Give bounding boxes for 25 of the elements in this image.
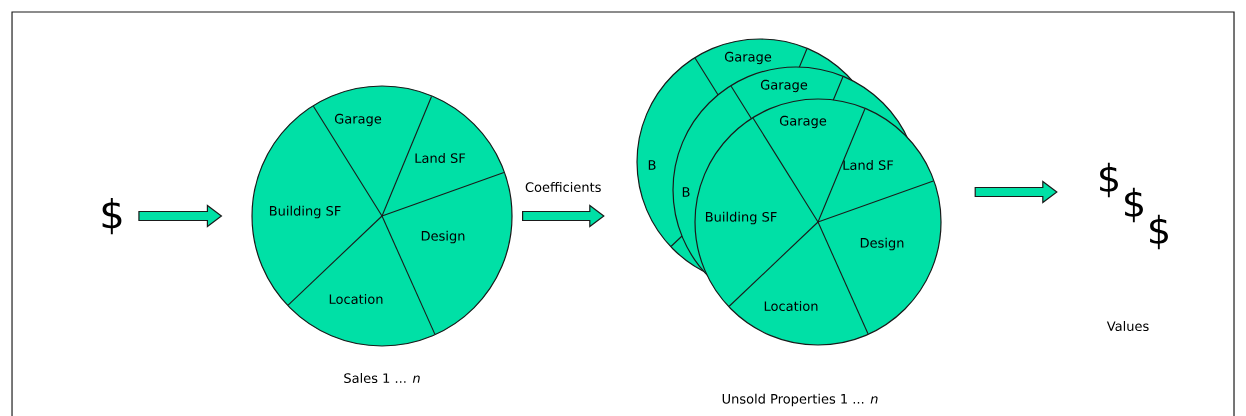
node-label: Unsold Properties 1 ... n	[722, 393, 878, 407]
slice-label: Location	[329, 293, 383, 305]
slice-label: Building SF	[706, 211, 777, 225]
slice-label: Garage	[724, 51, 772, 65]
slice-label: Design	[860, 237, 904, 251]
slice-label: Garage	[760, 79, 808, 93]
slice-label: B	[648, 160, 656, 170]
slice-label: Design	[421, 230, 465, 244]
slice-label: Building SF	[270, 205, 341, 219]
slice-label: Location	[764, 300, 818, 312]
block-arrow	[522, 204, 605, 228]
node-label: Values	[1106, 320, 1149, 332]
slice-label: B	[682, 187, 690, 197]
node-label: Sales 1 ... n	[344, 372, 420, 384]
dollar-sign: $	[1125, 187, 1143, 223]
slice-label: Land SF	[415, 152, 466, 164]
edge-label: Coefficients	[525, 181, 601, 193]
slice-label: Garage	[779, 115, 827, 129]
slice-label: Land SF	[843, 159, 894, 171]
block-arrow	[974, 180, 1058, 204]
dollar-sign: $	[102, 197, 122, 235]
block-arrow	[138, 204, 223, 228]
slice-label: Garage	[334, 113, 382, 127]
dollar-sign: $	[1100, 162, 1118, 198]
dollar-sign: $	[1150, 214, 1168, 250]
